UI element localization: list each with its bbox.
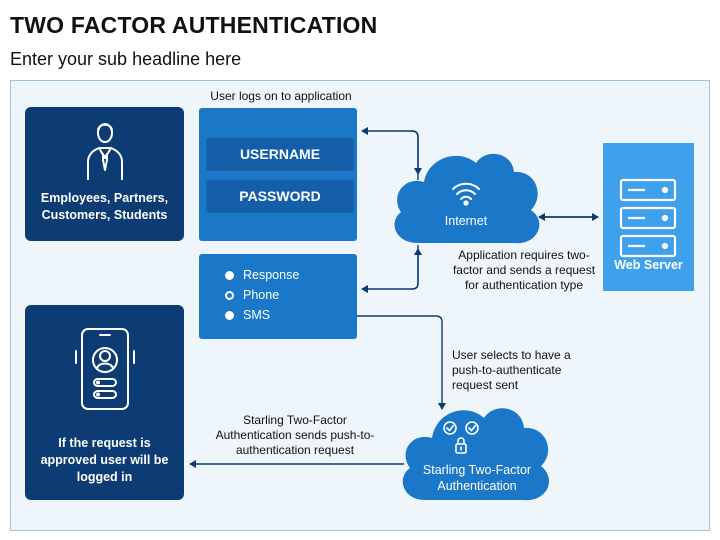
option-label: Response bbox=[243, 268, 300, 282]
page-subtitle: Enter your sub headline here bbox=[10, 49, 242, 69]
internet-cloud bbox=[394, 153, 540, 244]
users-box: Employees, Partners, Customers, Students bbox=[25, 107, 184, 241]
mobile-user-icon bbox=[75, 328, 135, 410]
radio-empty-icon[interactable] bbox=[225, 290, 234, 300]
lock-check-icon bbox=[443, 421, 479, 454]
password-field[interactable]: PASSWORD bbox=[207, 180, 353, 211]
login-note: User logs on to application bbox=[210, 89, 352, 103]
option-label: SMS bbox=[243, 308, 271, 322]
arrow-options-internet bbox=[411, 248, 422, 290]
approved-label: If the request is approved user will be … bbox=[40, 436, 169, 484]
radio-filled-icon[interactable] bbox=[225, 310, 234, 320]
page-title: TWO FACTOR AUTHENTICATION bbox=[10, 12, 378, 38]
option-sms[interactable]: SMS bbox=[225, 306, 270, 324]
radio-filled-icon[interactable] bbox=[225, 270, 234, 280]
option-phone[interactable]: Phone bbox=[225, 286, 279, 304]
arrow-internet-options bbox=[361, 245, 419, 293]
login-box bbox=[199, 108, 357, 241]
starling-label: Starling Two-Factor Authentication bbox=[422, 463, 532, 493]
starling-cloud bbox=[402, 408, 550, 501]
person-tie-icon bbox=[87, 123, 123, 180]
wifi-icon bbox=[452, 182, 480, 206]
push-request-note: Starling Two-Factor Authentication sends… bbox=[215, 413, 375, 457]
server-stack-icon bbox=[619, 178, 677, 258]
approved-box: If the request is approved user will be … bbox=[25, 305, 184, 500]
internet-label: Internet bbox=[444, 214, 488, 228]
arrow-login-internet bbox=[411, 130, 422, 175]
arrow-options-starling bbox=[357, 315, 446, 410]
web-server-label: Web Server bbox=[614, 258, 683, 272]
option-response[interactable]: Response bbox=[225, 266, 299, 284]
user-select-note: User selects to have a push-to-authentic… bbox=[452, 348, 571, 392]
username-field[interactable]: USERNAME bbox=[207, 138, 353, 169]
web-server-box: Web Server bbox=[603, 143, 694, 291]
arrow-internet-login bbox=[361, 127, 419, 180]
internet-note: Application requires two-factor and send… bbox=[452, 248, 596, 292]
option-label: Phone bbox=[243, 288, 280, 302]
users-label: Employees, Partners, Customers, Students bbox=[40, 191, 169, 222]
